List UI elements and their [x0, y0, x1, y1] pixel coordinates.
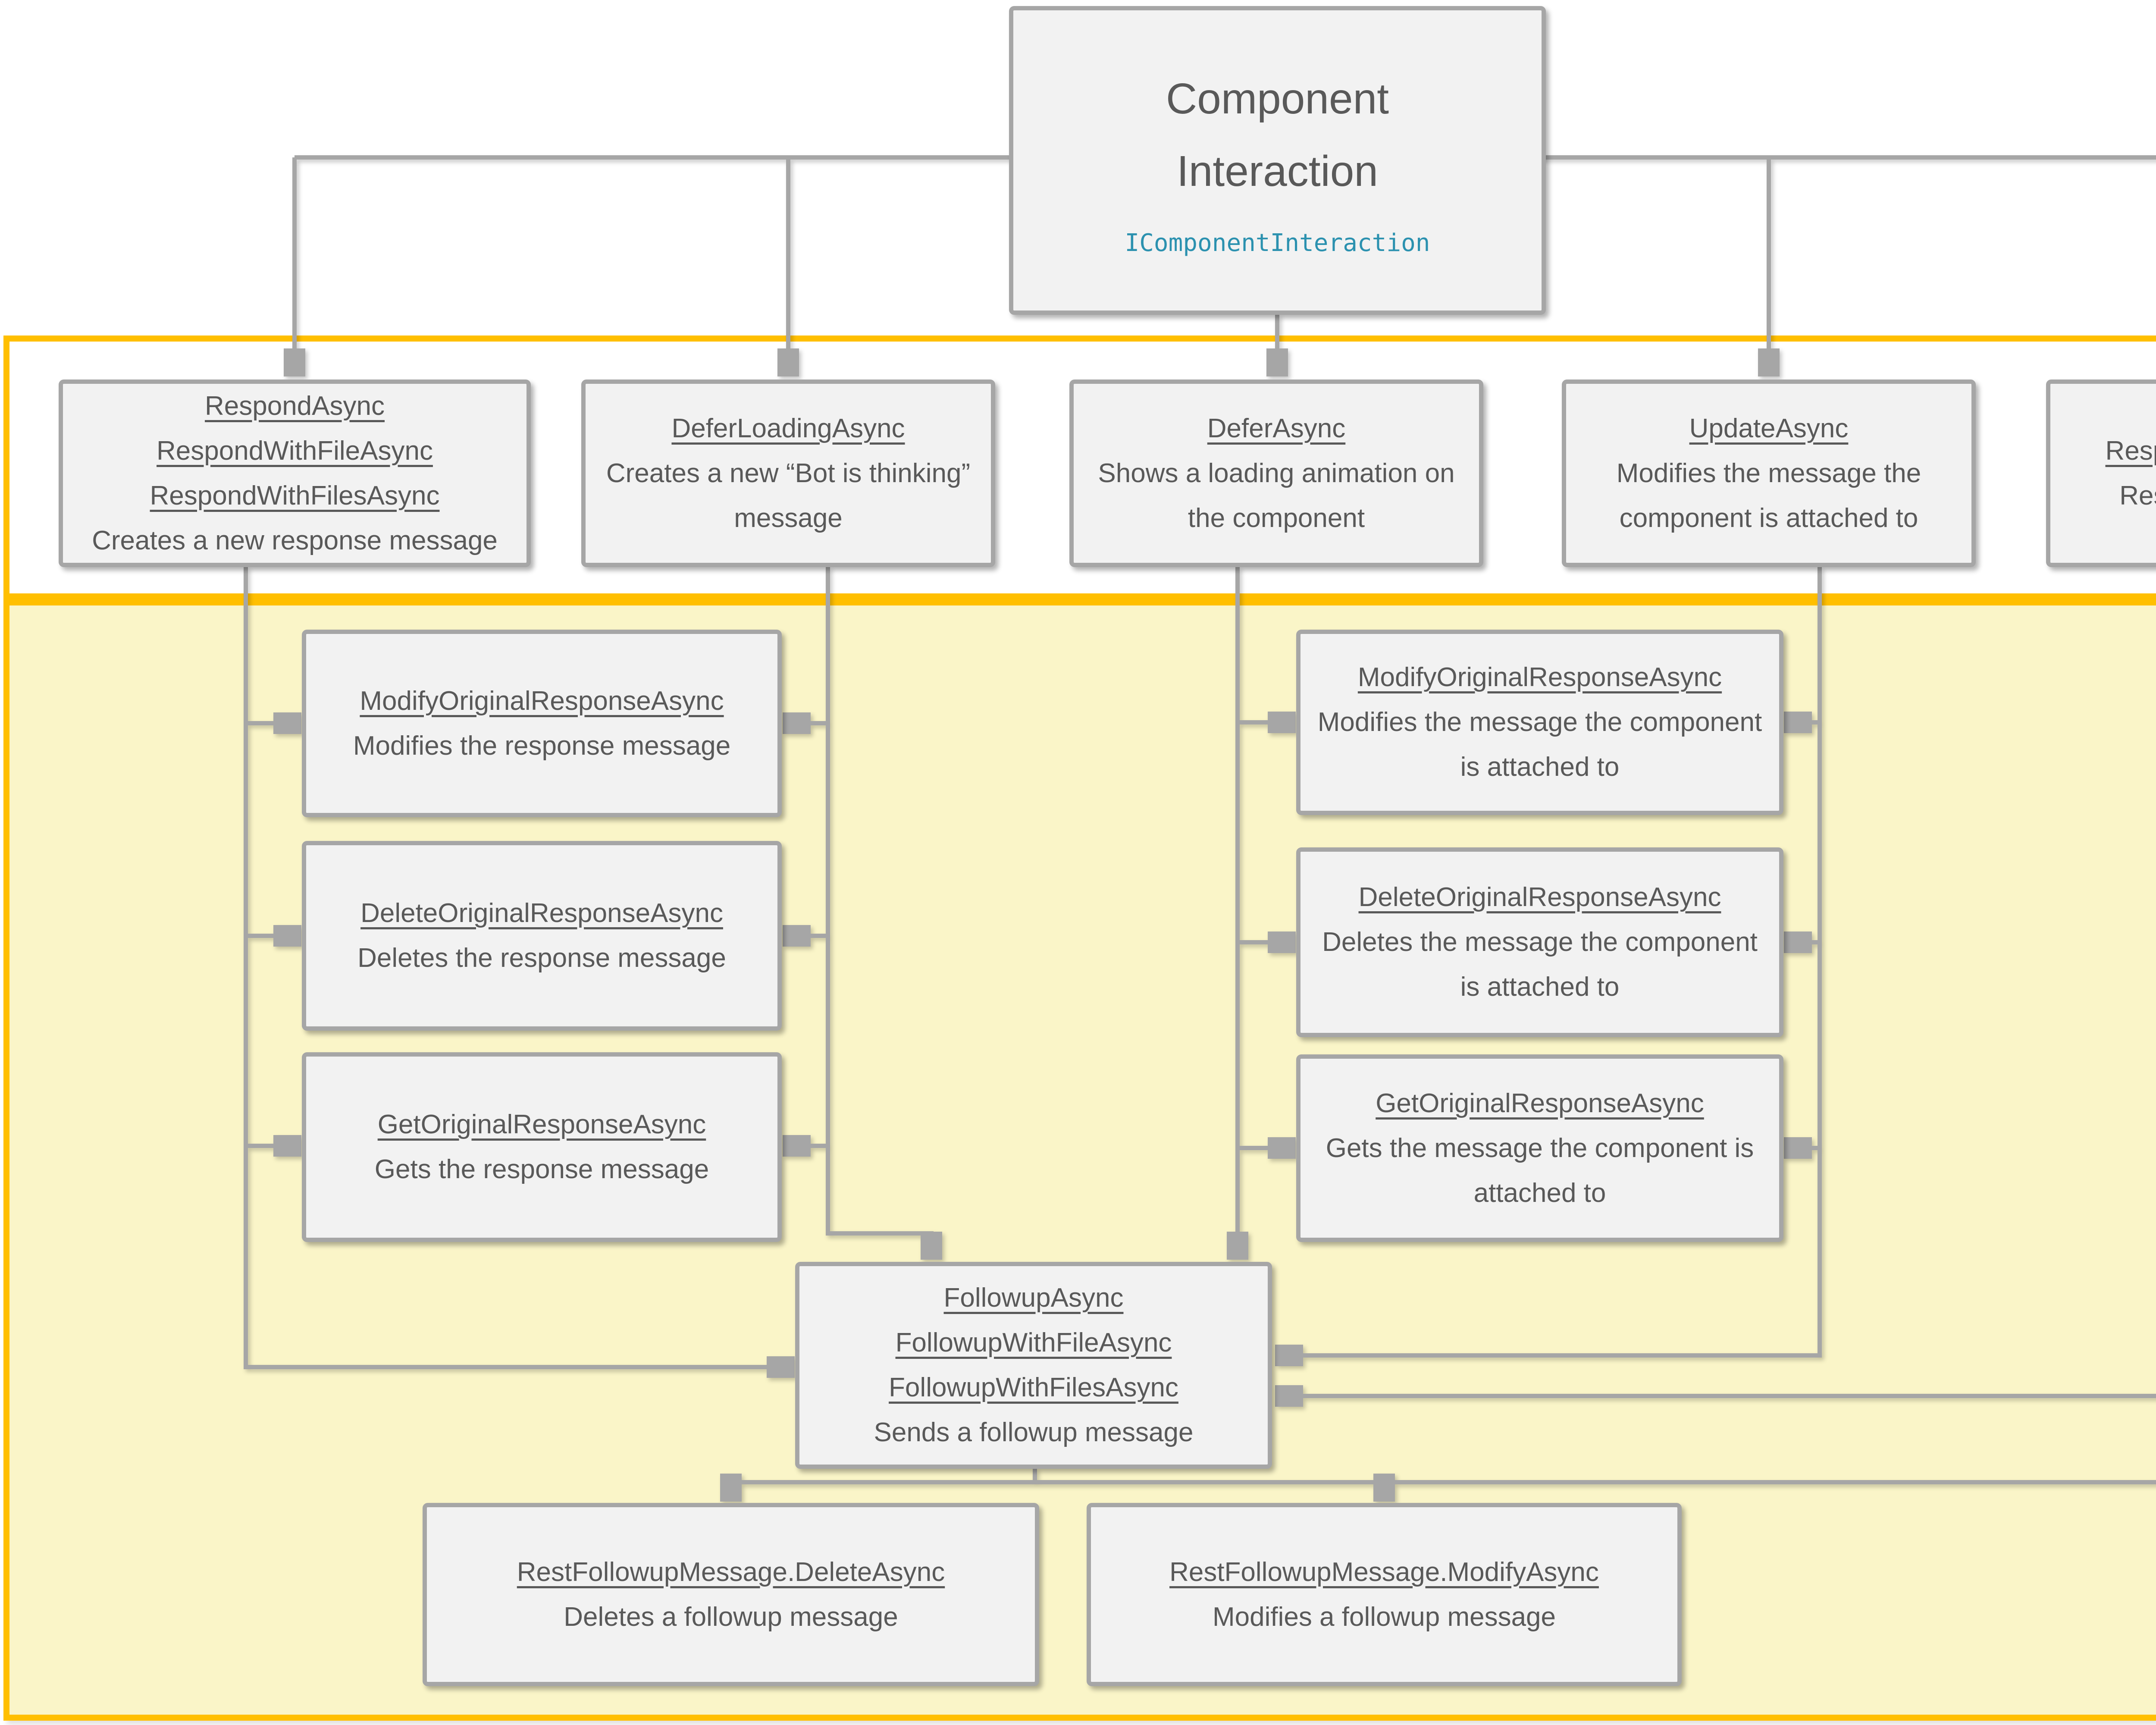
method-desc: Gets the response message — [374, 1154, 709, 1184]
defer-loading-async-box: DeferLoadingAsync Creates a new “Bot is … — [581, 380, 995, 567]
method-desc: Creates a new response message — [92, 525, 498, 555]
method-name: GetOriginalResponseAsync — [377, 1110, 706, 1139]
followup-async-box: FollowupAsync FollowupWithFileAsync Foll… — [795, 1262, 1272, 1469]
interface-name: IComponentInteraction — [1125, 229, 1430, 257]
method-name: FollowupAsync — [943, 1283, 1124, 1313]
method-name: GetOriginalResponseAsync — [1376, 1088, 1704, 1118]
delete-original-response-left-box: DeleteOriginalResponseAsync Deletes the … — [302, 841, 782, 1031]
method-name: DeleteOriginalResponseAsync — [360, 898, 723, 928]
delete-original-response-middle-box: DeleteOriginalResponseAsync Deletes the … — [1296, 847, 1783, 1037]
method-desc: Deletes the message the component is att… — [1322, 927, 1758, 1002]
method-name: RespondWithFileAsync — [157, 436, 433, 466]
rest-followup-modify-box: RestFollowupMessage.ModifyAsync Modifies… — [1087, 1503, 1682, 1686]
modify-original-response-middle-box: ModifyOriginalResponseAsync Modifies the… — [1296, 630, 1783, 815]
method-name: RestFollowupMessage.ModifyAsync — [1169, 1557, 1599, 1587]
update-async-box: UpdateAsync Modifies the message the com… — [1562, 380, 1976, 567]
method-name: DeferLoadingAsync — [671, 413, 905, 443]
method-desc: Deletes the response message — [357, 943, 726, 973]
method-desc: Modifies the response message — [353, 731, 731, 761]
get-original-response-middle-box: GetOriginalResponseAsync Gets the messag… — [1296, 1054, 1783, 1242]
method-name: ModifyOriginalResponseAsync — [360, 686, 724, 716]
method-name: UpdateAsync — [1689, 413, 1849, 443]
method-name: RespondWithModalAsync — [2105, 436, 2156, 466]
deferloading-to-followup-line — [826, 567, 931, 1258]
method-desc: Creates a new “Bot is thinking” message — [606, 458, 971, 533]
root-title-line2: Interaction — [1177, 147, 1378, 195]
method-desc: Modifies a followup message — [1212, 1602, 1556, 1632]
method-name: ModifyOriginalResponseAsync — [1357, 662, 1722, 692]
respond-with-modal-async-box: RespondWithModalAsync Responds with a mo… — [2046, 380, 2156, 567]
method-name: FollowupWithFilesAsync — [889, 1373, 1178, 1402]
method-desc: Gets the message the component is attach… — [1326, 1133, 1754, 1208]
method-name: FollowupWithFileAsync — [895, 1328, 1172, 1358]
component-interaction-box: Component Interaction IComponentInteract… — [1009, 6, 1546, 315]
method-name: RespondAsync — [204, 391, 385, 421]
root-title-line1: Component — [1166, 75, 1389, 123]
respond-async-box: RespondAsync RespondWithFileAsync Respon… — [59, 380, 531, 567]
method-desc: Sends a followup message — [874, 1418, 1194, 1447]
method-name: DeleteOriginalResponseAsync — [1358, 882, 1721, 912]
get-original-response-left-box: GetOriginalResponseAsync Gets the respon… — [302, 1052, 782, 1242]
update-to-followup-line — [1277, 567, 1822, 1355]
modal-bottom-rail — [731, 1480, 2156, 1484]
method-name: RestFollowupMessage.DeleteAsync — [517, 1557, 945, 1587]
modify-original-response-left-box: ModifyOriginalResponseAsync Modifies the… — [302, 630, 782, 817]
method-desc: Deletes a followup message — [564, 1602, 898, 1632]
respond-to-followup-line — [244, 567, 793, 1367]
method-desc: Modifies the message the component is at… — [1317, 707, 1762, 782]
method-name: RespondWithFilesAsync — [150, 480, 440, 511]
method-desc: Modifies the message the component is at… — [1616, 458, 1921, 533]
method-name: DeferAsync — [1207, 413, 1346, 443]
rest-followup-delete-box: RestFollowupMessage.DeleteAsync Deletes … — [423, 1503, 1039, 1686]
defer-async-box: DeferAsync Shows a loading animation on … — [1069, 380, 1483, 567]
method-desc: Shows a loading animation on the compone… — [1098, 458, 1455, 533]
method-desc: Responds with a modal — [2119, 480, 2156, 511]
